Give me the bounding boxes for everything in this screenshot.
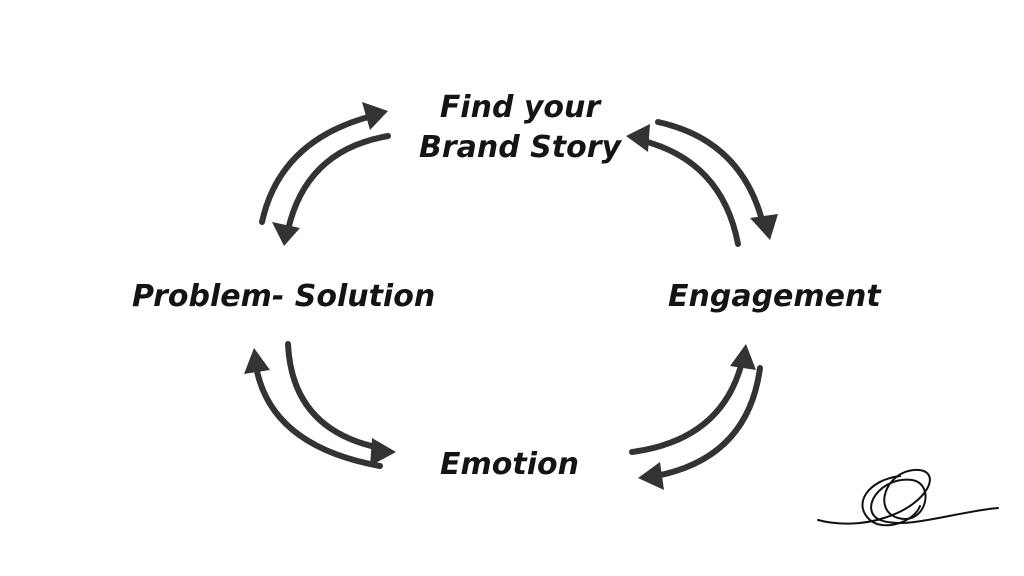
arrow-pair-top-left xyxy=(259,102,391,246)
node-engagement: Engagement xyxy=(668,279,881,314)
node-top-line-1: Find your xyxy=(439,90,601,125)
arrow-pair-bottom-right xyxy=(629,344,763,490)
node-problem-solution: Problem- Solution xyxy=(132,279,436,314)
scribble-doodle-icon xyxy=(817,468,999,527)
node-emotion: Emotion xyxy=(440,447,579,482)
arrow-pair-top-right xyxy=(626,119,778,247)
node-top-line-2: Brand Story xyxy=(418,130,622,165)
arrow-pair-bottom-left xyxy=(244,341,396,469)
node-find-your-brand-story: Find your Brand Story xyxy=(410,88,630,168)
